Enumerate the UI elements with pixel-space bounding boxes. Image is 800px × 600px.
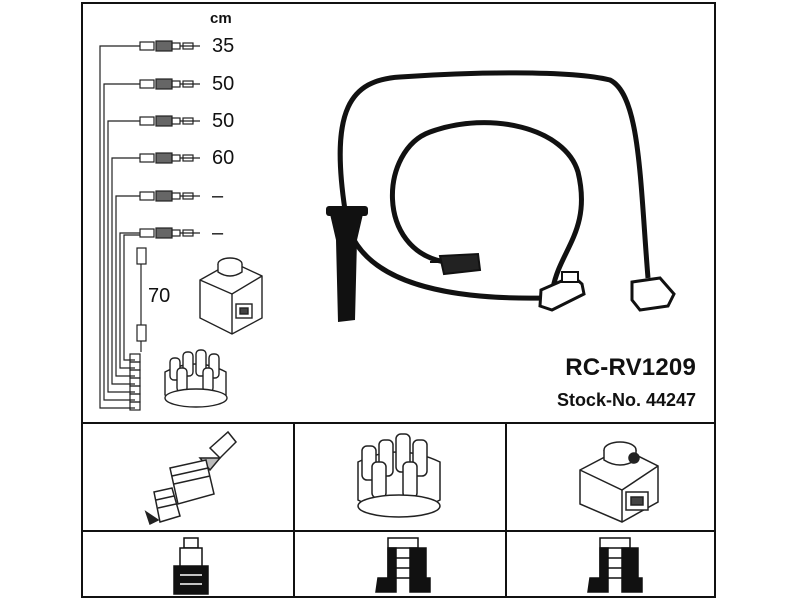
connector-row-3	[139, 115, 200, 127]
diagram-frame	[81, 2, 716, 598]
lead-connectors	[139, 40, 200, 239]
divider-horizontal-top	[81, 422, 716, 424]
coil-lead-length: 70	[148, 285, 171, 307]
lead-wires-schematic	[99, 45, 140, 409]
distributor-cap-icon	[357, 433, 441, 518]
terminal-stubs	[129, 353, 141, 411]
lead-length-2: 50	[212, 73, 235, 95]
lead-length-3: 50	[212, 110, 235, 132]
connector-row-1	[139, 40, 200, 52]
lead-length-5: –	[212, 185, 224, 207]
product-code: RC-RV1209	[565, 354, 696, 381]
divider-vertical-left	[293, 423, 295, 598]
cap-terminal-icon	[375, 537, 431, 593]
coil-small-illustration	[199, 257, 263, 335]
connector-row-4	[139, 152, 200, 164]
connector-row-5	[139, 190, 200, 202]
coil-terminal-icon	[587, 537, 643, 593]
ignition-coil-icon	[579, 441, 659, 523]
ignition-lead-set-illustration	[326, 70, 676, 322]
distributor-cap-small-illustration	[164, 349, 228, 408]
connector-row-6	[139, 227, 200, 239]
lead-length-6: –	[212, 222, 224, 244]
plug-terminal-icon	[173, 537, 209, 595]
divider-horizontal-bottom	[81, 530, 716, 532]
spark-plug-icon	[144, 430, 238, 526]
unit-label: cm	[210, 10, 232, 27]
lead-length-1: 35	[212, 35, 235, 57]
coil-lead-schematic	[136, 247, 147, 352]
stock-number: Stock-No. 44247	[556, 390, 696, 410]
connector-row-2	[139, 78, 200, 90]
divider-vertical-right	[505, 423, 507, 598]
lead-length-4: 60	[212, 147, 235, 169]
